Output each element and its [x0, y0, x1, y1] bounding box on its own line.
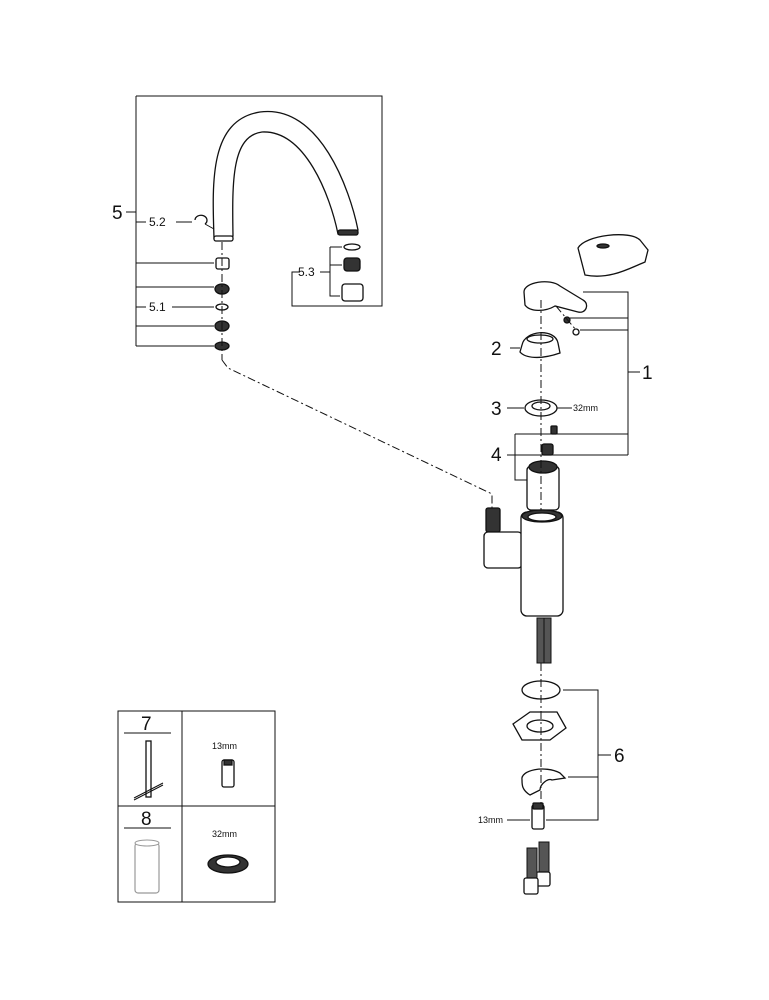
tools-table: 7 13mm 8 32mm [117, 710, 276, 903]
assembly-guide-line [221, 359, 493, 508]
tool-8-size: 32mm [212, 829, 237, 839]
faucet-body [520, 511, 564, 617]
dimension-13mm-fitting: 13mm [478, 815, 503, 825]
aerator-insert [343, 257, 361, 272]
box-wrench-tool [134, 839, 160, 894]
mounting-group: 6 13mm [478, 663, 625, 895]
callout-5-2: 5.2 [149, 215, 166, 229]
hose-end-1 [538, 841, 550, 873]
clip-5-2 [194, 214, 208, 225]
callout-5-3: 5.3 [298, 265, 315, 279]
aerator-oring [343, 243, 361, 251]
tool-7-label: 7 [141, 714, 152, 735]
tool-7-size: 13mm [212, 741, 237, 751]
spout-tube [212, 111, 359, 239]
body-arm [483, 531, 523, 569]
callout-5-1: 5.1 [149, 300, 166, 314]
horseshoe-washer [521, 768, 567, 796]
callout-6: 6 [614, 746, 625, 767]
faucet-body-group [483, 507, 564, 664]
cartridge-screw [550, 425, 558, 435]
dimension-32mm-nut: 32mm [573, 403, 598, 413]
spout-inlet-end [213, 235, 234, 242]
screw-cap [572, 328, 580, 336]
lever-handle [523, 281, 588, 313]
aerator-housing [341, 283, 364, 302]
callout-2: 2 [491, 339, 502, 360]
lever-cap [577, 234, 649, 277]
callout-3: 3 [491, 399, 502, 420]
callout-4: 4 [491, 445, 502, 466]
cartridge-stem [541, 443, 554, 456]
callout-1: 1 [642, 363, 653, 384]
inlet-thread [485, 507, 501, 533]
spout-box-frame [136, 95, 383, 307]
callout-5: 5 [112, 203, 123, 224]
hose-end-2 [526, 847, 538, 879]
handle-cartridge-group: 2 3 32mm 4 1 [491, 234, 653, 520]
spout-outlet-end [337, 229, 359, 236]
t-wrench-tool [133, 740, 164, 801]
tool-8-label: 8 [141, 809, 152, 830]
spout-assembly-group: 5 5.2 5.1 5.3 [112, 95, 383, 360]
